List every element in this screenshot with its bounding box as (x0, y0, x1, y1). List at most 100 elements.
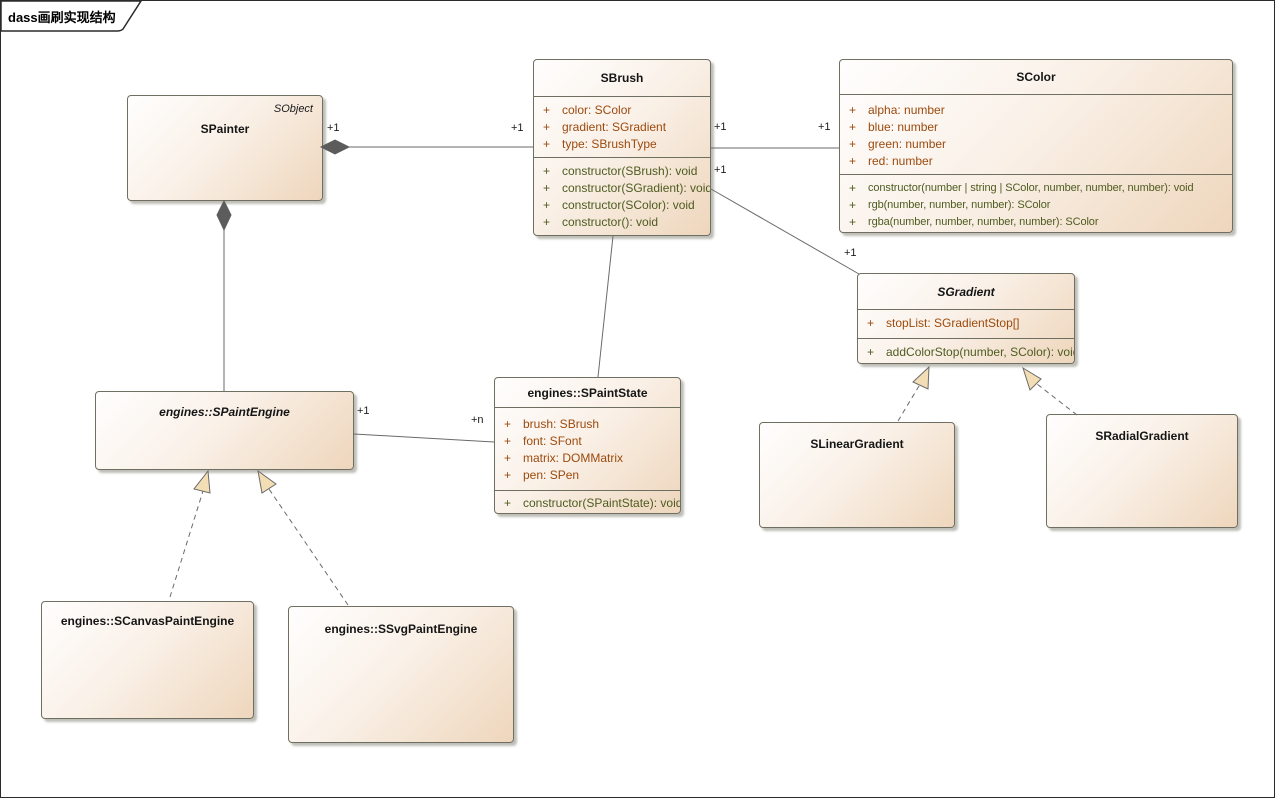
member-row: + gradient: SGradient (534, 119, 710, 136)
visibility-marker: + (849, 120, 857, 134)
member-row: + constructor(SBrush): void (534, 163, 710, 180)
member-text: red: number (868, 154, 933, 168)
class-slineargradient[interactable]: SLinearGradient (759, 422, 955, 528)
visibility-marker: + (849, 154, 857, 168)
member-text: alpha: number (868, 103, 945, 117)
member-row: +constructor(): void (534, 214, 710, 231)
member-row: + alpha: number (840, 102, 1232, 119)
member-text: rgb(number, number, number): SColor (868, 199, 1051, 211)
visibility-marker: + (543, 137, 551, 151)
generalization-arrowhead-scanvaspaintengine (193, 469, 211, 494)
member-row: + rgba(number, number, number, number): S… (840, 214, 1232, 231)
generalization-slineargradient-sgradient[interactable] (897, 380, 923, 422)
class-title-spainter: SPainter (200, 122, 250, 136)
class-spaintstate[interactable]: engines::SPaintState +brush: SBrush+font… (494, 377, 681, 514)
visibility-marker: + (849, 137, 857, 151)
member-row: + blue: number (840, 119, 1232, 136)
association-spaintengine-spaintstate[interactable] (353, 433, 495, 443)
visibility-marker: + (504, 468, 512, 482)
visibility-marker: + (849, 103, 857, 117)
composite-diamond-spainter-sbrush (319, 139, 351, 155)
member-text: gradient: SGradient (562, 120, 667, 134)
visibility-marker: + (543, 103, 551, 117)
generalization-scanvaspaintengine-spaintengine[interactable] (169, 490, 204, 598)
visibility-marker: + (504, 417, 512, 431)
member-text: pen: SPen (523, 468, 580, 482)
visibility-marker: + (543, 164, 551, 178)
member-text: constructor(SPaintState): void (523, 496, 680, 510)
member-text: addColorStop(number, SColor): void (886, 345, 1074, 359)
member-text: matrix: DOMMatrix (523, 451, 623, 465)
class-sbrush[interactable]: SBrush +color: SColor+gradient: SGradien… (533, 59, 711, 236)
multiplicity-label: +1 (714, 121, 727, 133)
member-row: +color: SColor (534, 102, 710, 119)
attributes-compartment-sbrush: +color: SColor+gradient: SGradient+type:… (534, 96, 710, 157)
class-spainter[interactable]: SObject SPainter (127, 95, 323, 201)
visibility-marker: + (867, 316, 875, 330)
class-ssvgpaintengine[interactable]: engines::SSvgPaintEngine (288, 606, 514, 743)
member-row: + constructor(SPaintState): void (495, 495, 680, 512)
member-text: font: SFont (523, 434, 582, 448)
member-text: blue: number (868, 120, 939, 134)
visibility-marker: + (504, 434, 512, 448)
member-text: constructor(SGradient): void (562, 181, 710, 195)
generalization-sradialgradient-sgradient[interactable] (1036, 383, 1078, 416)
member-row: + addColorStop(number, SColor): void (858, 344, 1074, 361)
member-text: constructor(): void (562, 215, 659, 229)
operations-compartment-spaintstate: + constructor(SPaintState): void (495, 490, 680, 513)
diagram-frame-tab[interactable]: dass画刷实现结构 (1, 1, 151, 33)
visibility-marker: + (543, 120, 551, 134)
visibility-marker: + (543, 181, 551, 195)
attributes-compartment-sgradient: + stopList: SGradientStop[] (858, 309, 1074, 338)
multiplicity-label: +1 (357, 405, 370, 417)
visibility-marker: + (543, 198, 551, 212)
attributes-compartment-scolor: + alpha: number + blue: number + green: numbe… (840, 94, 1232, 174)
multiplicity-label: +1 (844, 247, 857, 259)
class-sgradient[interactable]: SGradient + stopList: SGradientStop[] + ad… (857, 273, 1075, 364)
member-row: + font: SFont (495, 433, 680, 450)
member-row: + green: number (840, 136, 1232, 153)
frame-tab-outline (1, 1, 142, 32)
member-text: constructor(SBrush): void (562, 164, 698, 178)
member-row: + constructor(SGradient): void (534, 180, 710, 197)
member-row: +matrix: DOMMatrix (495, 450, 680, 467)
class-scolor[interactable]: SColor + alpha: number + blue: number + green… (839, 59, 1233, 233)
operations-compartment-scolor: +constructor(number | string | SColor, n… (840, 174, 1232, 232)
class-spaintengine[interactable]: engines::SPaintEngine (95, 391, 354, 470)
association-sbrush-spaintstate[interactable] (597, 235, 614, 378)
member-text: green: number (868, 137, 947, 151)
operations-compartment-sbrush: +constructor(SBrush): void+constructor(S… (534, 157, 710, 235)
multiplicity-label: +1 (511, 122, 524, 134)
class-title-sgradient: SGradient (937, 284, 995, 299)
generalization-arrowhead-ssvgpaintengine (257, 469, 277, 494)
class-title-scolor: SColor (1016, 70, 1056, 84)
member-row: +brush: SBrush (495, 416, 680, 433)
class-title-ssvgpaintengine: engines::SSvgPaintEngine (324, 622, 478, 636)
visibility-marker: + (504, 496, 512, 510)
class-scanvaspaintengine[interactable]: engines::SCanvasPaintEngine (41, 601, 254, 719)
generalization-ssvgpaintengine-spaintengine[interactable] (268, 488, 349, 606)
member-text: type: SBrushType (562, 137, 657, 151)
member-text: stopList: SGradientStop[] (886, 316, 1020, 330)
member-row: +constructor(SColor): void (534, 197, 710, 214)
class-title-spaintstate: engines::SPaintState (527, 385, 648, 400)
class-sradialgradient[interactable]: SRadialGradient (1046, 414, 1238, 528)
association-sbrush-sgradient[interactable] (710, 188, 860, 275)
visibility-marker: + (849, 181, 857, 195)
member-row: + type: SBrushType (534, 136, 710, 153)
multiplicity-label: +1 (327, 122, 340, 134)
member-row: + pen: SPen (495, 467, 680, 484)
class-title-spaintengine: engines::SPaintEngine (159, 405, 290, 419)
member-text: rgba(number, number, number, number): SC… (868, 216, 1099, 228)
class-title-sbrush: SBrush (600, 71, 644, 85)
visibility-marker: + (849, 198, 857, 212)
member-row: +constructor(number | string | SColor, n… (840, 180, 1232, 197)
visibility-marker: + (867, 345, 875, 359)
multiplicity-label: +1 (818, 121, 831, 133)
generalization-arrowhead-sradialgradient (1022, 366, 1042, 391)
class-title-scanvaspaintengine: engines::SCanvasPaintEngine (60, 614, 235, 628)
visibility-marker: + (849, 215, 857, 229)
member-row: + stopList: SGradientStop[] (858, 315, 1074, 332)
composite-diamond-spainter-spaintengine (216, 199, 232, 232)
